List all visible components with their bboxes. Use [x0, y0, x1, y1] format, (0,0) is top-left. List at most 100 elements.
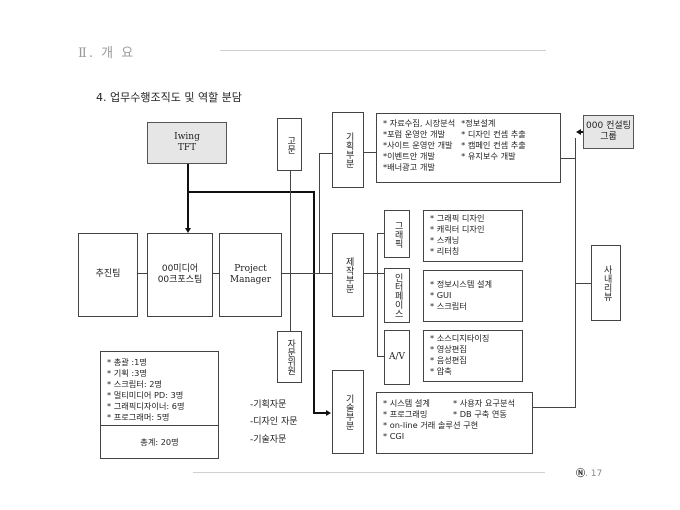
interface-task: * 스크립터: [430, 301, 467, 311]
arrow-to-media: [185, 228, 191, 233]
staffing-items: * 총괄 :1명 * 기획 :3명 * 스크립터: 2명 * 멀티미디어 PD:…: [101, 352, 218, 426]
technical-task: * on-line 거래 솔루션 구현: [383, 420, 479, 430]
staffing-item: * 총괄 :1명: [107, 357, 147, 367]
staffing-item: * 기획 :3명: [107, 368, 147, 378]
technical-task: * 시스템 설계: [383, 398, 430, 408]
av-task: * 음성편집: [430, 355, 467, 365]
media-team-line1: 00미디어: [161, 263, 199, 274]
logo-mark-icon: Ⓝ: [576, 469, 586, 479]
tft-box: Iwing TFT: [147, 122, 227, 164]
connector-bracket-planning: [319, 153, 332, 154]
planning-task: *이벤트안 개발: [383, 151, 435, 161]
graphic-task: * 캐릭터 디자인: [430, 224, 485, 234]
advice-item: -기획자문: [250, 400, 287, 410]
av-unit-label: A/V: [388, 351, 406, 362]
connector-planning-tasks: [364, 152, 376, 153]
av-task: * 압축: [430, 366, 452, 376]
consulting-line2: 그룹: [600, 132, 617, 142]
planning-task: * 디자인 컨셉 추출: [461, 129, 526, 139]
connector-to-technical: [313, 191, 315, 413]
planning-tasks-left: * 자료수집, 시장분석 *포럼 운영안 개발 *사이트 운영안 개발 *이벤트…: [383, 118, 455, 178]
connector-review-box: [575, 283, 591, 284]
connector-technical-review: [532, 407, 575, 408]
pm-line1: Project: [234, 263, 267, 274]
technical-task-row: * 프로그래밍 * DB 구축 연동: [383, 409, 526, 420]
planning-division-label: 기획부분: [343, 132, 354, 168]
advisor-box: 고문: [277, 118, 302, 171]
connector-production-units: [364, 273, 384, 274]
graphic-task: * 리터칭: [430, 246, 460, 256]
connector-tft-down: [187, 163, 189, 191]
av-task: * 영상편집: [430, 344, 467, 354]
planning-task: * 유지보수 개발: [461, 151, 516, 161]
tft-label-line1: Iwing: [174, 131, 200, 142]
planning-task: * 캠페인 컨셉 추출: [461, 140, 526, 150]
planning-tasks: * 자료수집, 시장분석 *포럼 운영안 개발 *사이트 운영안 개발 *이벤트…: [376, 113, 561, 183]
connector-media-pm: [212, 273, 219, 274]
interface-unit-box: 인터페이스: [384, 268, 410, 323]
graphic-task: * 그래픽 디자인: [430, 213, 485, 223]
connector-advisor: [290, 170, 291, 332]
av-tasks: * 소스디지타이징 * 영상편집 * 음성편집 * 압축: [423, 330, 523, 382]
media-team-box: 00미디어 00크포스팀: [147, 233, 213, 317]
graphic-unit-box: 그래픽: [384, 210, 410, 258]
technical-task: * CGI: [383, 431, 405, 441]
connector-units-vertical: [377, 233, 378, 356]
technical-task: * 프로그래밍: [383, 409, 428, 419]
staffing-total: 총계: 20명: [140, 437, 179, 447]
internal-review-label: 사내리뷰: [601, 265, 612, 301]
connector-unit-graphic: [377, 233, 384, 234]
advisory-committee-box: 자문위원: [277, 331, 302, 383]
connector-pm-production: [282, 273, 332, 274]
technical-task-row: * 시스템 설계 * 사용자 요구분석: [383, 398, 526, 409]
staffing-summary: * 총괄 :1명 * 기획 :3명 * 스크립터: 2명 * 멀티미디어 PD:…: [100, 351, 219, 459]
consulting-group-box: 000 컨설팅 그룹: [583, 115, 634, 149]
advisor-label: 고문: [285, 135, 296, 154]
connector-review-vertical: [575, 138, 576, 408]
technical-division-box: 기술부분: [332, 370, 364, 454]
connector-consulting: [580, 131, 584, 133]
media-team-line2: 00크포스팀: [157, 275, 203, 285]
staffing-item: * 그래픽디자이너: 6명: [107, 401, 185, 411]
connector-to-media: [187, 191, 189, 229]
connector-planning-review: [560, 158, 575, 159]
staffing-item: * 프로그래머: 5명: [107, 412, 170, 422]
graphic-tasks: * 그래픽 디자인 * 캐릭터 디자인 * 스캐닝 * 리터칭: [423, 210, 523, 262]
planning-task: * 자료수집, 시장분석: [383, 118, 456, 128]
connector-to-technical-h: [313, 412, 326, 414]
footer-divider: [193, 472, 545, 473]
graphic-unit-label: 그래픽: [392, 220, 403, 248]
planning-task: *사이트 운영안 개발: [383, 140, 453, 150]
graphic-task: * 스캐닝: [430, 235, 460, 245]
av-unit-box: A/V: [384, 330, 410, 385]
consulting-line1: 000 컨설팅: [586, 120, 631, 131]
technical-division-label: 기술부분: [343, 394, 354, 430]
promotion-team-label: 추진팀: [95, 269, 121, 280]
planning-tasks-right: *정보설계 * 디자인 컨셉 추출 * 캠페인 컨셉 추출 * 유지보수 개발: [461, 118, 526, 178]
planning-task: *포럼 운영안 개발: [383, 129, 446, 139]
project-manager-box: Project Manager: [219, 233, 282, 317]
interface-task: * 정보시스템 설계: [430, 279, 493, 289]
page-number-text: . 17: [585, 469, 603, 479]
connector-bracket-vertical: [319, 153, 320, 274]
technical-task: * DB 구축 연동: [453, 409, 507, 419]
header-divider: [220, 50, 546, 51]
connector-promotion-media: [137, 273, 147, 274]
staffing-item: * 스크립터: 2명: [107, 379, 162, 389]
section-title: Ⅱ. 개 요: [78, 46, 136, 61]
advice-item: -디자인 자문: [250, 417, 298, 427]
promotion-team-box: 추진팀: [78, 233, 138, 317]
page-number: Ⓝ. 17: [576, 466, 602, 479]
interface-unit-label: 인터페이스: [392, 273, 403, 318]
production-division-box: 제작부분: [332, 233, 364, 317]
connector-tft-horizontal: [187, 191, 314, 193]
staffing-item: * 멀티미디어 PD: 3명: [107, 390, 184, 400]
production-division-label: 제작부분: [343, 257, 354, 293]
pm-line2: Manager: [229, 275, 272, 285]
page-subtitle: 4. 업무수행조직도 및 역할 분담: [96, 91, 242, 104]
tft-label-line2: TFT: [177, 143, 197, 153]
advice-item: -기술자문: [250, 435, 287, 445]
interface-tasks: * 정보시스템 설계 * GUI * 스크립터: [423, 270, 523, 322]
connector-unit-av: [377, 356, 384, 357]
planning-task: *정보설계: [461, 118, 496, 128]
